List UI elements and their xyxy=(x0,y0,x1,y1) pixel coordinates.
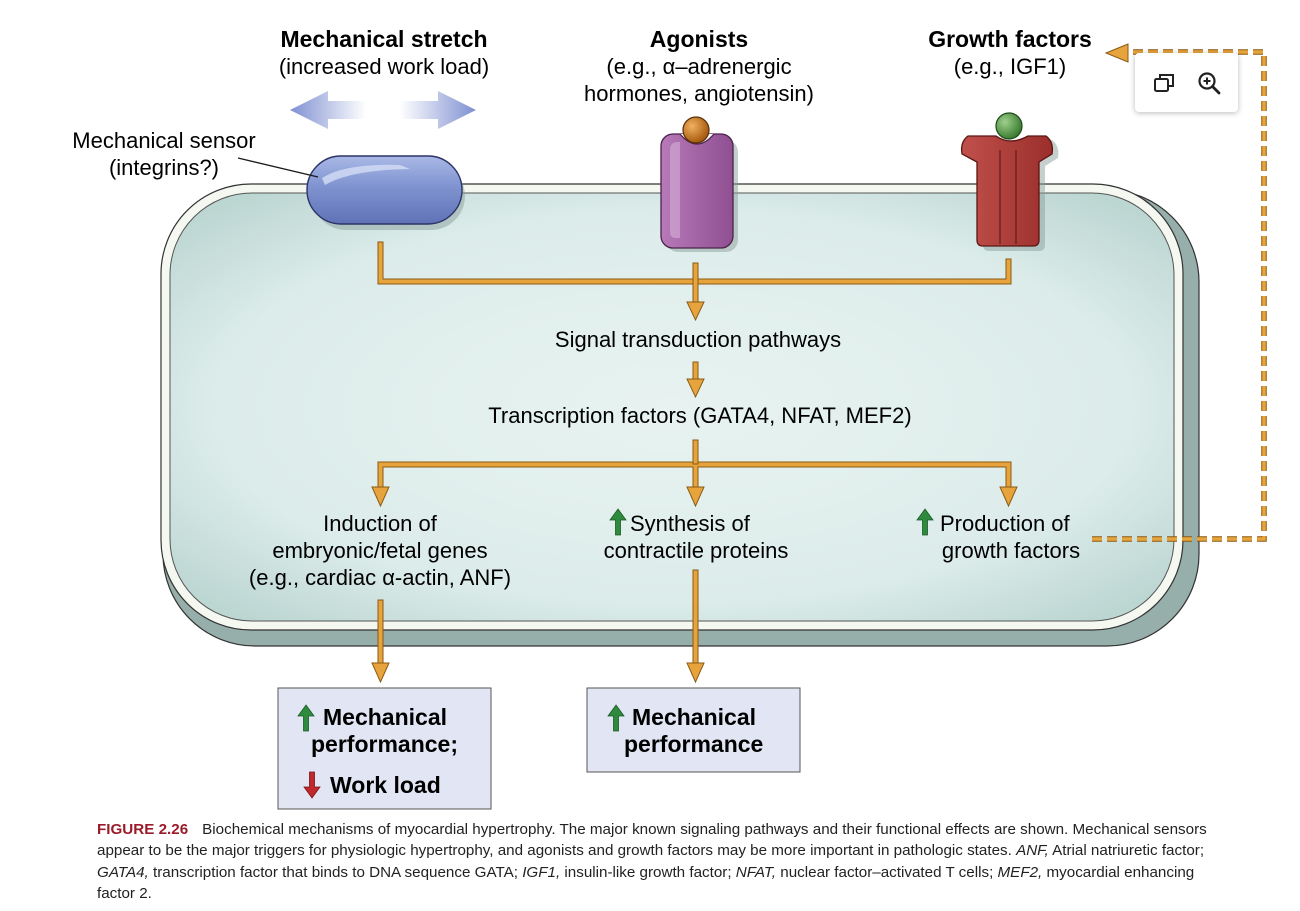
label-agonists: Agonists xyxy=(650,26,748,52)
feedback-loop xyxy=(1092,43,1267,542)
label-production-line2: growth factors xyxy=(942,538,1080,563)
copy-button[interactable] xyxy=(1152,70,1178,96)
caption-def-gata4: transcription factor that binds to DNA s… xyxy=(153,863,518,881)
caption-abbr-mef2: MEF2, xyxy=(997,863,1043,881)
label-synthesis-line1: Synthesis of xyxy=(630,511,751,536)
label-agonists-line1: (e.g., α–adrenergic xyxy=(606,54,791,79)
copy-icon xyxy=(1153,73,1174,92)
label-production-line1: Production of xyxy=(940,511,1071,536)
stretch-arrow-left xyxy=(290,91,366,129)
caption-text: Biochemical mechanisms of myocardial hyp… xyxy=(97,821,1207,860)
outcome-arrows xyxy=(371,569,705,684)
up-arrow-icon xyxy=(609,508,627,536)
growth-factor-receptor xyxy=(960,112,1059,251)
down-arrow-icon xyxy=(303,771,321,799)
up-arrow-icon xyxy=(297,704,315,732)
label-induction-line1: Induction of xyxy=(323,511,438,536)
label-induction-line3: (e.g., cardiac α-actin, ANF) xyxy=(249,565,511,590)
up-arrow-icon xyxy=(916,508,934,536)
label-integrins: (integrins?) xyxy=(109,155,219,180)
caption-def-anf: Atrial natriuretic factor; xyxy=(1052,842,1205,860)
zoom-in-icon xyxy=(1197,71,1220,94)
caption-abbr-anf: ANF, xyxy=(1016,842,1049,860)
label-signal-transduction: Signal transduction pathways xyxy=(555,327,841,352)
caption-def-mef2: myocardial enhancing factor 2. xyxy=(97,863,1195,902)
outcome1-line1: Mechanical xyxy=(323,704,447,730)
feedback-arrowhead xyxy=(1104,43,1129,63)
label-mechanical-stretch-sub: (increased work load) xyxy=(279,54,489,79)
zoom-button[interactable] xyxy=(1196,70,1222,96)
caption-abbr-gata4: GATA4, xyxy=(97,863,149,881)
sensor-leader-line xyxy=(237,157,319,178)
label-mechanical-sensor: Mechanical sensor xyxy=(72,128,255,153)
label-mechanical-stretch: Mechanical stretch xyxy=(280,26,487,52)
image-toolbar xyxy=(1135,53,1238,112)
up-arrow-icon xyxy=(607,704,625,732)
convergence-arrows xyxy=(377,241,1012,399)
agonist-ligand xyxy=(682,116,710,144)
outcome2-line1: Mechanical xyxy=(632,704,756,730)
outcome1-line2: performance; xyxy=(311,731,458,757)
branch-arrows xyxy=(371,439,1018,508)
label-transcription-factors: Transcription factors (GATA4, NFAT, MEF2… xyxy=(488,403,911,428)
caption-abbr-igf1: IGF1, xyxy=(522,863,561,881)
agonist-receptor xyxy=(660,116,738,252)
growth-factor-ligand xyxy=(995,112,1023,140)
outcome-box-1: Mechanical performance; Work load xyxy=(277,687,492,810)
label-growth-factors-sub: (e.g., IGF1) xyxy=(954,54,1066,79)
caption-def-igf1: insulin-like growth factor; xyxy=(564,863,732,881)
outcome1-line3: Work load xyxy=(330,772,441,798)
outcome-box-2: Mechanical performance xyxy=(586,687,801,773)
mechanical-sensor xyxy=(306,155,465,230)
caption-abbr-nfat: NFAT, xyxy=(735,863,777,881)
outcome2-line2: performance xyxy=(624,731,763,757)
stretch-arrow-right xyxy=(400,91,476,129)
caption-def-nfat: nuclear factor–activated T cells; xyxy=(780,863,994,881)
label-synthesis-line2: contractile proteins xyxy=(604,538,789,563)
label-growth-factors: Growth factors xyxy=(928,26,1092,52)
stretch-arrows xyxy=(290,91,476,129)
label-agonists-line2: hormones, angiotensin) xyxy=(584,81,814,106)
figure-label: FIGURE 2.26 xyxy=(97,821,189,838)
label-induction-line2: embryonic/fetal genes xyxy=(272,538,487,563)
